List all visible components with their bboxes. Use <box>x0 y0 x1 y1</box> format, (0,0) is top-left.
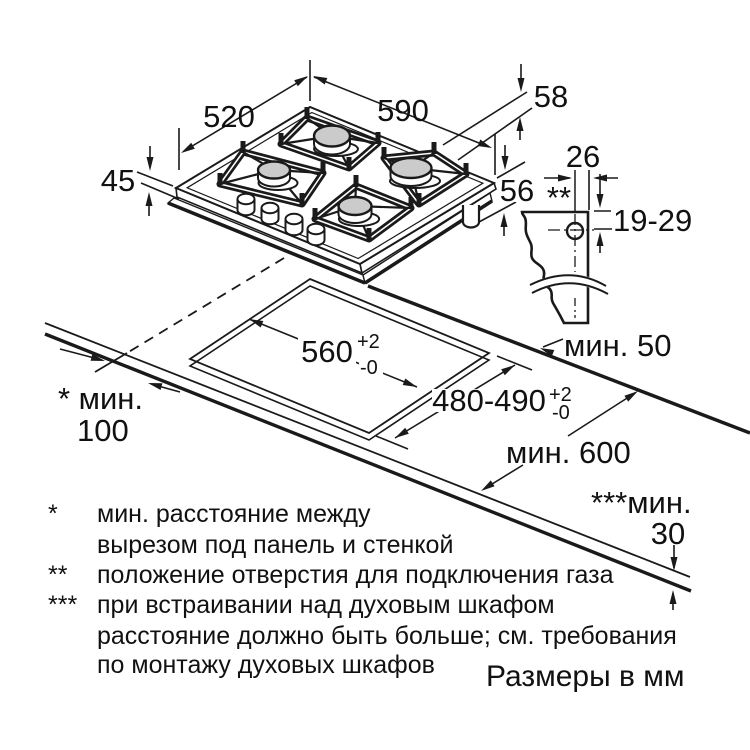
svg-text:590: 590 <box>377 93 429 128</box>
svg-text:**: ** <box>48 561 68 589</box>
svg-text:26: 26 <box>566 139 600 174</box>
svg-text:100: 100 <box>77 413 129 448</box>
svg-text:положение отверстия для подклю: положение отверстия для подключения газа <box>97 561 614 589</box>
svg-text:-0: -0 <box>360 357 378 379</box>
svg-text:560: 560 <box>301 334 353 369</box>
svg-text:по монтажу духовых шкафов: по монтажу духовых шкафов <box>97 651 435 679</box>
svg-text:-0: -0 <box>552 402 570 424</box>
svg-text:расстояние должно быть больше;: расстояние должно быть больше; см. требо… <box>97 622 677 650</box>
svg-text:56: 56 <box>500 173 534 208</box>
svg-text:* мин.: * мин. <box>58 381 143 416</box>
svg-text:45: 45 <box>101 163 135 198</box>
svg-text:при встраивании над духовым шк: при встраивании над духовым шкафом <box>97 591 555 619</box>
svg-text:30: 30 <box>651 516 685 551</box>
svg-text:+2: +2 <box>357 331 380 353</box>
svg-text:Размеры в мм: Размеры в мм <box>486 660 685 693</box>
svg-text:мин. 50: мин. 50 <box>564 328 671 363</box>
svg-text:+2: +2 <box>549 384 572 406</box>
svg-text:вырезом под панель и стенкой: вырезом под панель и стенкой <box>97 531 453 559</box>
svg-text:мин. 600: мин. 600 <box>506 435 631 470</box>
svg-text:мин. расстояние между: мин. расстояние между <box>97 500 371 528</box>
svg-text:19-29: 19-29 <box>613 203 692 238</box>
svg-text:480-490: 480-490 <box>432 383 546 418</box>
svg-text:***мин.: ***мин. <box>591 485 692 520</box>
svg-text:58: 58 <box>534 79 568 114</box>
svg-text:**: ** <box>547 180 571 215</box>
svg-text:520: 520 <box>203 99 255 134</box>
svg-text:*: * <box>48 500 58 528</box>
svg-text:***: *** <box>48 591 77 619</box>
